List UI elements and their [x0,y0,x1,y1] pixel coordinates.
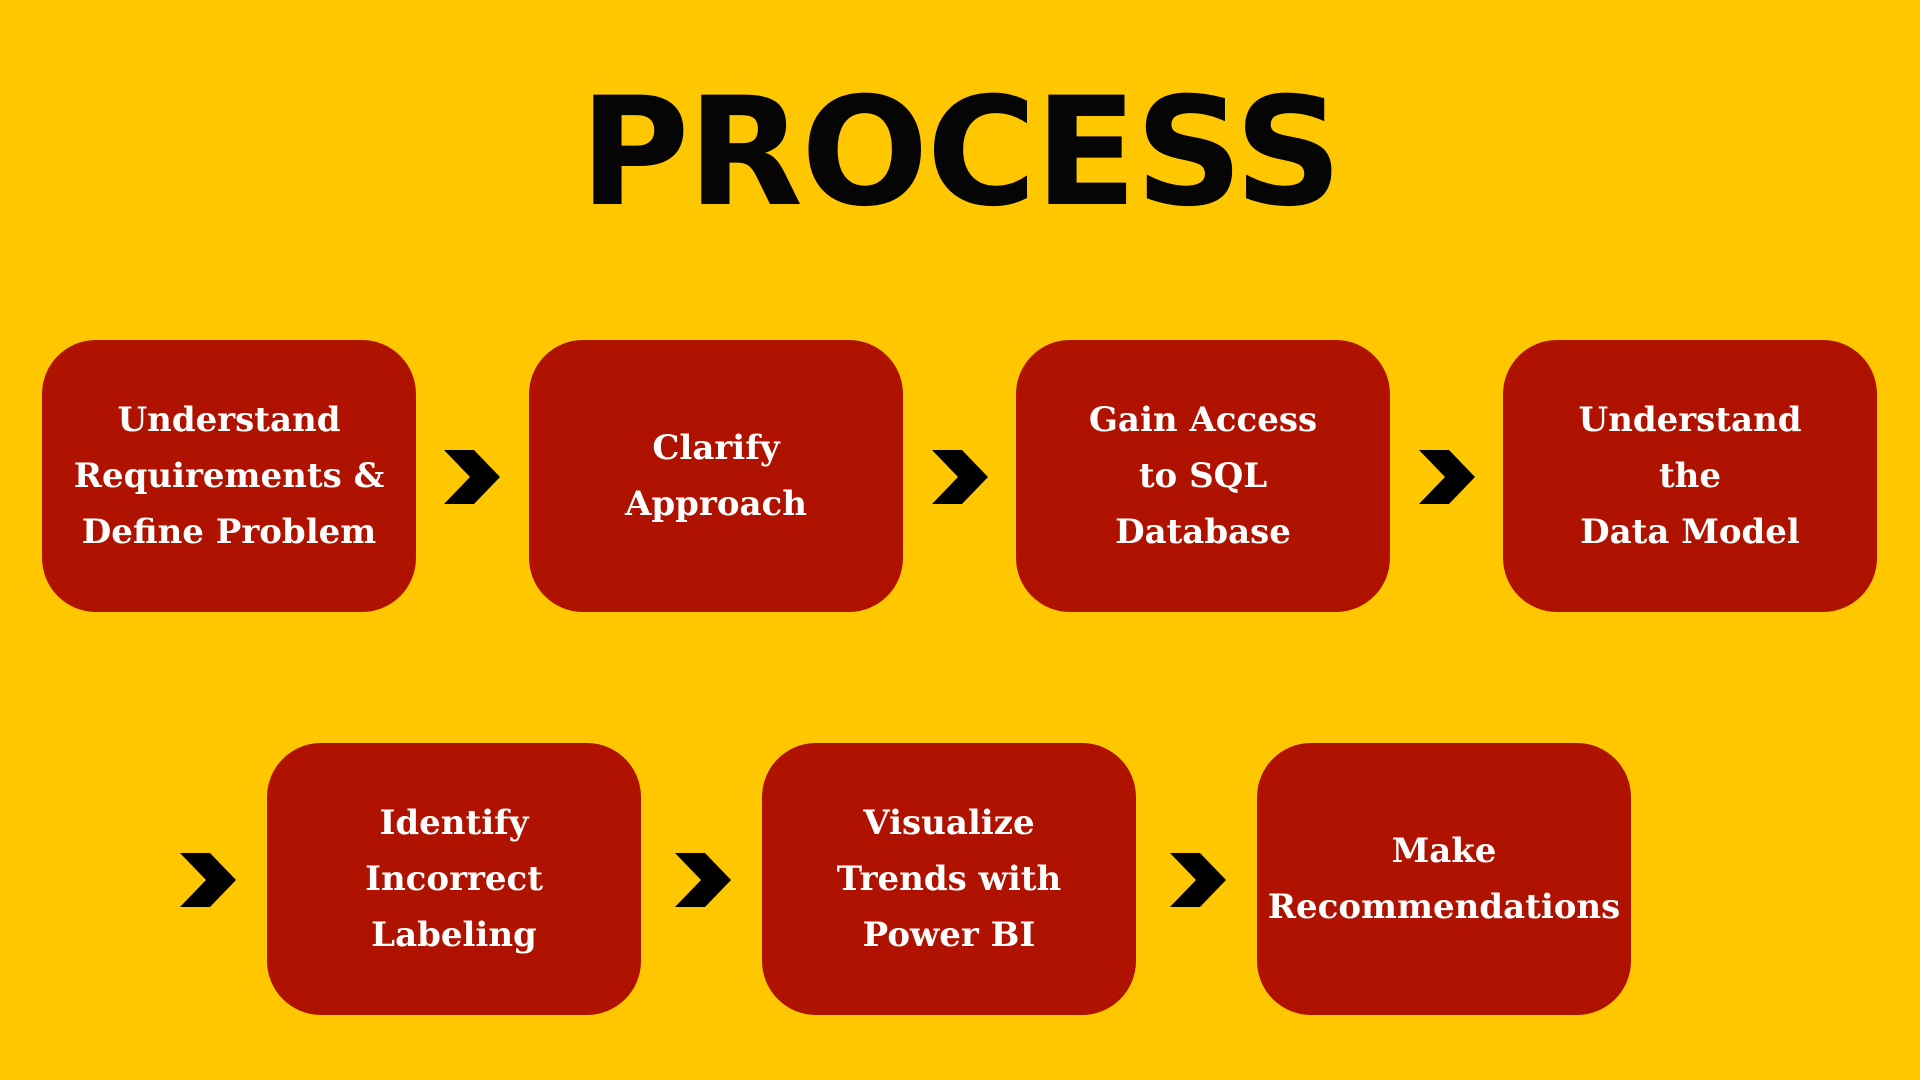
chevron-right-icon [1168,853,1226,907]
chevron-right-icon [1417,450,1475,504]
step-box-understand-requirements: Understand Requirements & Define Problem [42,340,416,612]
chevron-right-icon [930,450,988,504]
chevron-right-icon [178,853,236,907]
step-box-make-recommendations: Make Recommendations [1257,743,1631,1015]
step-label: Understand Requirements & Define Problem [73,400,385,552]
step-label: Make Recommendations [1267,831,1621,927]
step-label: Visualize Trends with Power BI [836,803,1062,955]
step-box-gain-access-sql: Gain Access to SQL Database [1016,340,1390,612]
chevron-right-icon [442,450,500,504]
step-box-visualize-trends: Visualize Trends with Power BI [762,743,1136,1015]
step-box-understand-data-model: Understand the Data Model [1503,340,1877,612]
step-label: Gain Access to SQL Database [1088,400,1318,552]
step-label: Clarify Approach [625,428,807,524]
step-label: Identify Incorrect Labeling [365,803,543,955]
step-box-identify-incorrect-labeling: Identify Incorrect Labeling [267,743,641,1015]
page-title: PROCESS [579,66,1343,240]
chevron-right-icon [673,853,731,907]
step-box-clarify-approach: Clarify Approach [529,340,903,612]
step-label: Understand the Data Model [1578,400,1802,552]
